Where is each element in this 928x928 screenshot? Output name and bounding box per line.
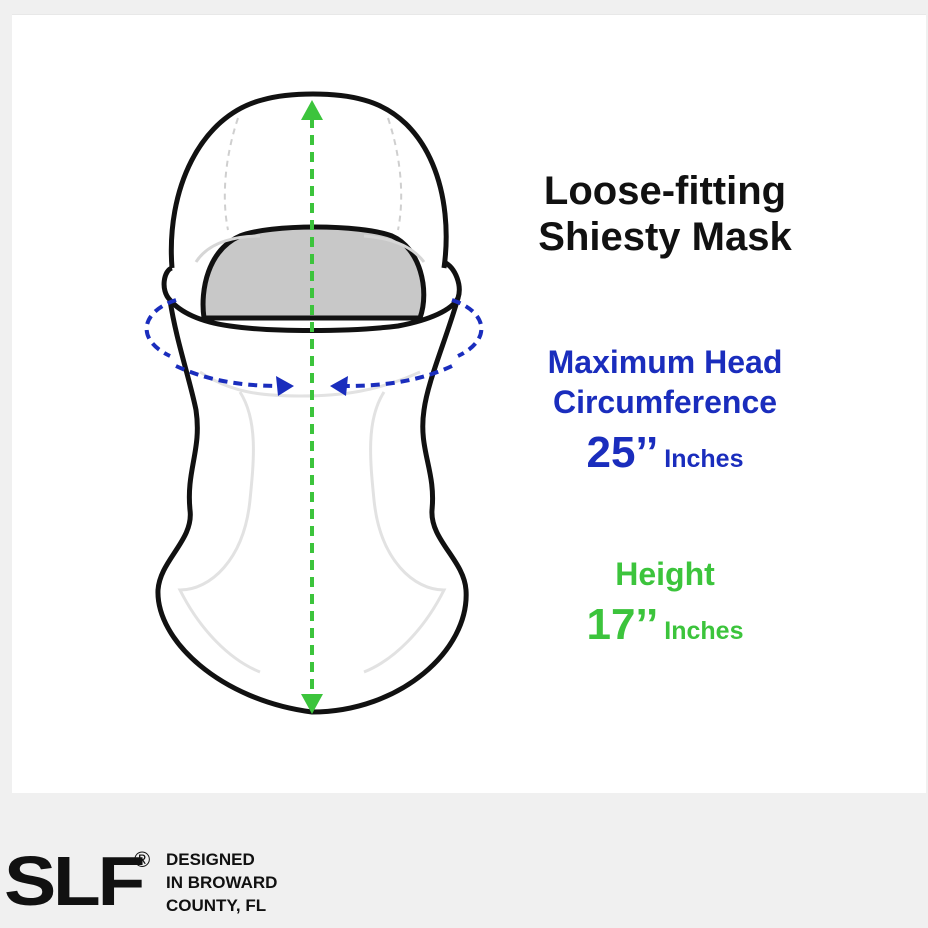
circumference-arrow-right [345,364,453,388]
brand-logo: SLF [4,842,145,920]
crown-stitch-left [223,117,239,231]
body-collar-line [199,370,421,398]
circumference-arrowhead-right [330,376,348,396]
circumference-arrow-left [175,364,281,388]
brim-inner-line [194,234,426,263]
title-line-2: Shiesty Mask [538,215,792,259]
tagline-line-2: IN BROWARD [166,873,278,892]
circumference-label-line-2: Circumference [552,384,778,420]
brand-tagline: DESIGNED IN BROWARD COUNTY, FL [166,848,277,917]
body-seam-right [363,391,447,674]
circumference-label: Maximum Head Circumference [500,342,830,422]
circumference-measure: 25’’Inches [500,428,830,478]
crown-stitch-right [387,117,403,231]
mask-diagram [144,91,484,715]
circumference-info: Maximum Head Circumference 25’’Inches [500,342,830,478]
height-arrowhead-bottom [301,694,323,714]
body-seam-left [177,391,261,674]
height-measure: 17’’Inches [500,600,830,650]
registered-mark: ® [134,847,151,872]
circumference-value: 25’’ [586,428,659,477]
product-title: Loose-fitting Shiesty Mask [500,168,830,260]
tagline-line-3: COUNTY, FL [166,896,267,915]
circumference-unit: Inches [664,445,744,473]
product-image-panel [12,14,926,793]
mask-crown-outline [168,91,449,269]
title-line-1: Loose-fitting [543,169,787,213]
height-arrowhead-top [301,100,323,120]
tagline-line-1: DESIGNED [166,850,255,869]
height-label: Height [615,556,715,592]
height-value: 17’’ [586,600,659,649]
circumference-arrowhead-left [276,376,294,396]
height-info: Height 17’’Inches [500,554,830,650]
height-unit: Inches [664,617,744,645]
circumference-label-line-1: Maximum Head [547,344,783,380]
